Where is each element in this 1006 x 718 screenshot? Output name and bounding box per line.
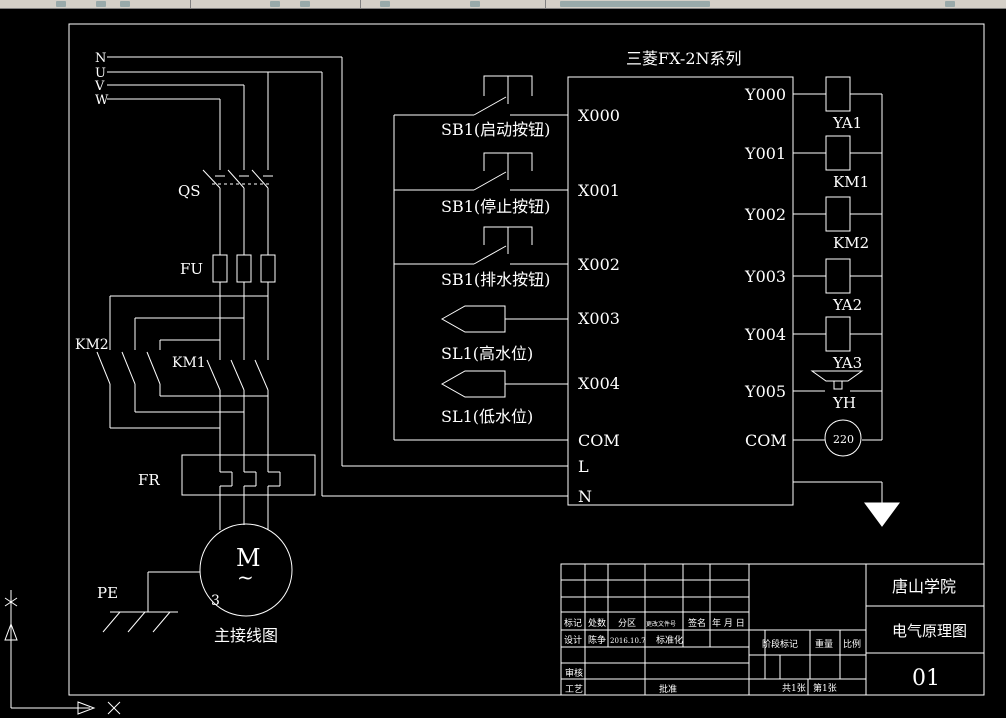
layer-dropdown-icon[interactable] — [560, 1, 710, 7]
pe-label: PE — [97, 584, 118, 602]
tb-cell: 工艺 — [565, 684, 583, 695]
output-terminal: Y005 — [744, 382, 786, 401]
tb-cell: 2016.10.7 — [610, 637, 646, 645]
motor-label: M — [236, 544, 261, 572]
input-terminal: X003 — [578, 309, 620, 328]
motor-phase-label: 3 — [211, 593, 220, 609]
save-icon[interactable] — [96, 1, 106, 7]
ground-symbol — [864, 502, 900, 527]
tb-cell: 比例 — [843, 638, 861, 650]
tb-cell: 审核 — [565, 667, 583, 679]
text-style-icon[interactable] — [380, 1, 390, 7]
tb-cell: 批准 — [659, 683, 677, 695]
phase-label-w: W — [95, 93, 109, 108]
output-device-label: YA2 — [832, 296, 862, 314]
input-terminal: X000 — [578, 106, 620, 125]
ucs-icon — [4, 590, 121, 715]
toolbar-separator — [545, 0, 546, 8]
tb-cell: 处数 — [588, 617, 606, 629]
toolbar-separator — [360, 0, 361, 8]
input-device-label: SL1(低水位) — [441, 407, 533, 426]
phase-label-n: N — [95, 51, 106, 66]
tb-cell: 更改文件号 — [646, 620, 676, 628]
open-icon[interactable] — [56, 1, 66, 7]
zoom-icon[interactable] — [300, 1, 310, 7]
tb-cell: 重量 — [815, 638, 833, 650]
km1-label: KM1 — [172, 355, 206, 371]
output-device-label: YH — [832, 394, 856, 412]
tb-cell: 陈争 — [588, 634, 606, 646]
output-device-label: YA1 — [832, 114, 862, 132]
pan-icon[interactable] — [270, 1, 280, 7]
tb-number: 01 — [912, 666, 940, 691]
layer-icon[interactable] — [470, 1, 480, 7]
output-com-terminal: COM — [745, 431, 787, 450]
input-device-label: SL1(高水位) — [441, 344, 533, 363]
phase-label-u: U — [95, 66, 106, 81]
phase-label-v: V — [94, 79, 105, 94]
plc-module — [567, 76, 794, 506]
tb-cell: 共1张 — [782, 683, 806, 694]
fr-label: FR — [138, 471, 160, 489]
motor-symbol — [199, 523, 293, 617]
input-device-label: SB1(排水按钮) — [441, 270, 550, 289]
tb-cell: 标准化 — [656, 634, 683, 646]
caption: 主接线图 — [214, 626, 278, 645]
title-block — [560, 563, 985, 696]
fu-label: FU — [180, 260, 203, 278]
output-terminal: Y004 — [744, 325, 786, 344]
output-terminal: Y002 — [744, 205, 786, 224]
com-terminal: COM — [578, 431, 620, 450]
properties-icon[interactable] — [945, 1, 955, 7]
output-device-label: KM2 — [833, 234, 869, 252]
qs-label: QS — [178, 182, 201, 200]
tb-cell: 标记 — [564, 617, 582, 629]
tb-cell: 年 月 日 — [712, 617, 745, 629]
input-terminal: X002 — [578, 255, 620, 274]
n-terminal: N — [578, 487, 592, 506]
output-device-label: YA3 — [832, 354, 862, 372]
supply-voltage-label: 220 — [833, 433, 854, 446]
tb-cell: 阶段标记 — [762, 638, 798, 650]
plc-input-circuit — [393, 75, 568, 441]
tb-cell: 第1张 — [813, 682, 837, 694]
input-device-label: SB1(启动按钮) — [441, 120, 550, 139]
main-circuit — [96, 72, 316, 633]
input-terminal: X001 — [578, 181, 620, 200]
tb-school: 唐山学院 — [892, 577, 956, 596]
input-terminal: X004 — [578, 374, 620, 393]
plc-output-circuit — [793, 76, 900, 527]
plc-title: 三菱FX-2N系列 — [626, 49, 742, 68]
motor-ac-label: ~ — [237, 565, 254, 589]
cad-toolbar[interactable] — [0, 0, 1006, 9]
output-terminal: Y001 — [744, 144, 786, 163]
toolbar-separator — [190, 0, 191, 8]
drawing-canvas[interactable]: 三菱FX-2N系列 N U V W QS FU KM2 KM1 FR M ~ 3… — [0, 9, 1006, 718]
tb-cell: 设计 — [564, 634, 582, 646]
output-terminal: Y003 — [744, 267, 786, 286]
tb-cell: 签名 — [688, 617, 706, 629]
input-device-label: SB1(停止按钮) — [441, 197, 550, 216]
print-icon[interactable] — [120, 1, 130, 7]
tb-drawing-name: 电气原理图 — [892, 622, 967, 640]
l-terminal: L — [578, 457, 589, 476]
phase-feeders — [107, 56, 568, 497]
output-device-label: KM1 — [833, 173, 869, 191]
drawing-frame — [68, 23, 985, 696]
output-terminal: Y000 — [744, 85, 786, 104]
km2-label: KM2 — [75, 337, 109, 353]
tb-cell: 分区 — [618, 618, 636, 629]
